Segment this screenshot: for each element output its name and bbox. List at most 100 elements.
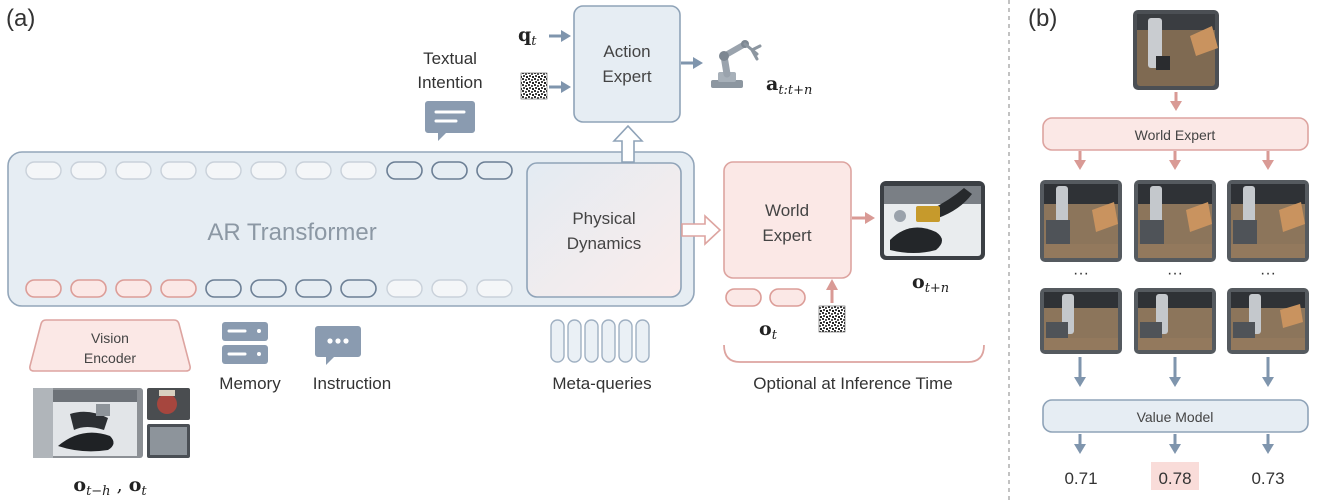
token-dark	[476, 161, 513, 180]
a-t-symbol: at:t+n	[766, 73, 812, 98]
value-score: 0.78	[1158, 469, 1191, 488]
world-expert-box	[723, 161, 852, 279]
predicted-frame	[1227, 288, 1309, 354]
meta-query-token	[550, 319, 565, 363]
value-output-arrows	[1074, 434, 1274, 454]
action-expert-box	[573, 5, 681, 123]
hollow-up-arrow	[612, 124, 644, 163]
q-arrowhead	[561, 30, 571, 42]
action-output-arrowhead	[693, 57, 703, 69]
optional-label: Optional at Inference Time	[753, 374, 952, 393]
memory-label: Memory	[219, 374, 281, 393]
world-noise-arrowhead	[826, 279, 838, 290]
physical-dynamics-label: Dynamics	[567, 234, 642, 253]
o-t-symbol: ot	[759, 318, 778, 343]
future-frame-image	[880, 181, 985, 260]
token-faded	[476, 279, 513, 298]
token-pink	[70, 279, 107, 298]
panel-b-world-expert-bar	[1042, 117, 1309, 151]
predicted-frame	[1040, 288, 1122, 354]
meta-query-token	[584, 319, 599, 363]
token-dark	[205, 279, 242, 298]
o-future-symbol: ot+n	[912, 271, 949, 296]
token-faded	[70, 161, 107, 180]
vision-encoder-label: Encoder	[84, 350, 136, 366]
value-score: 0.71	[1064, 469, 1097, 488]
meta-query-token	[635, 319, 650, 363]
robot-arm-icon	[711, 40, 762, 88]
panel-b-world-expert-label: World Expert	[1135, 127, 1216, 143]
top-token-row	[25, 161, 513, 180]
token-dark	[431, 161, 468, 180]
token-faded	[250, 161, 287, 180]
predicted-frame	[1227, 180, 1309, 262]
token-faded	[115, 161, 152, 180]
ellipsis: ···	[1167, 265, 1183, 282]
observation-side-image	[147, 388, 190, 420]
action-expert-label: Action	[603, 42, 650, 61]
token-dark	[250, 279, 287, 298]
predicted-frame	[1040, 180, 1122, 262]
optional-bracket	[723, 344, 985, 363]
value-model-bar	[1042, 399, 1309, 433]
world-expert-label: Expert	[762, 226, 811, 245]
panel-b-label: (b)	[1028, 5, 1057, 32]
token-faded	[386, 279, 423, 298]
token-faded	[25, 161, 62, 180]
ellipsis: ···	[1260, 265, 1276, 282]
predicted-frame	[1134, 288, 1216, 354]
value-score: 0.73	[1251, 469, 1284, 488]
meta-query-token	[567, 319, 582, 363]
physical-dynamics-box	[526, 162, 682, 298]
token-dark	[340, 279, 377, 298]
panel-b-arrowhead	[1170, 101, 1182, 111]
o-t-token	[725, 288, 762, 307]
value-model-label: Value Model	[1137, 409, 1214, 425]
noise-arrowhead	[561, 81, 571, 93]
o-t-token	[769, 288, 806, 307]
token-dark	[386, 161, 423, 180]
observation-history-label: ot−h , ot	[73, 474, 147, 499]
token-faded	[160, 161, 197, 180]
token-dark	[295, 279, 332, 298]
value-model-input-arrows	[1074, 357, 1274, 387]
observation-side-image	[147, 424, 190, 458]
token-faded	[431, 279, 468, 298]
vision-encoder-label: Vision	[91, 330, 129, 346]
token-faded	[340, 161, 377, 180]
ellipsis: ···	[1073, 265, 1089, 282]
memory-icon	[222, 322, 268, 364]
token-pink	[25, 279, 62, 298]
noise-patch	[520, 72, 548, 100]
action-expert-label: Expert	[602, 67, 651, 86]
meta-queries-label: Meta-queries	[552, 374, 651, 393]
predicted-frame	[1134, 180, 1216, 262]
world-expert-down-arrows	[1074, 151, 1274, 170]
token-faded	[205, 161, 242, 180]
meta-query-token	[618, 319, 633, 363]
physical-dynamics-label: Physical	[572, 209, 635, 228]
token-pink	[115, 279, 152, 298]
observation-main-image	[33, 388, 143, 458]
vision-encoder-box	[29, 319, 191, 372]
bottom-token-row	[25, 279, 513, 298]
speech-bubble-icon	[425, 101, 475, 141]
panel-a-label: (a)	[6, 5, 35, 32]
meta-query-token	[601, 319, 616, 363]
textual-intention-label: Intention	[417, 73, 482, 92]
best-value-highlight	[1151, 462, 1199, 490]
q-t-symbol: qt	[518, 24, 537, 49]
token-faded	[295, 161, 332, 180]
world-expert-label: World	[765, 201, 809, 220]
token-pink	[160, 279, 197, 298]
world-noise-patch	[818, 305, 846, 333]
meta-query-tokens	[550, 319, 650, 363]
chat-bubble-icon	[315, 326, 361, 365]
textual-intention-label: Textual	[423, 49, 477, 68]
world-output-arrowhead	[865, 212, 875, 224]
panel-b-input-frame	[1133, 10, 1219, 90]
hollow-right-arrow	[681, 214, 722, 246]
instruction-label: Instruction	[313, 374, 391, 393]
ar-transformer-label: AR Transformer	[207, 219, 376, 246]
